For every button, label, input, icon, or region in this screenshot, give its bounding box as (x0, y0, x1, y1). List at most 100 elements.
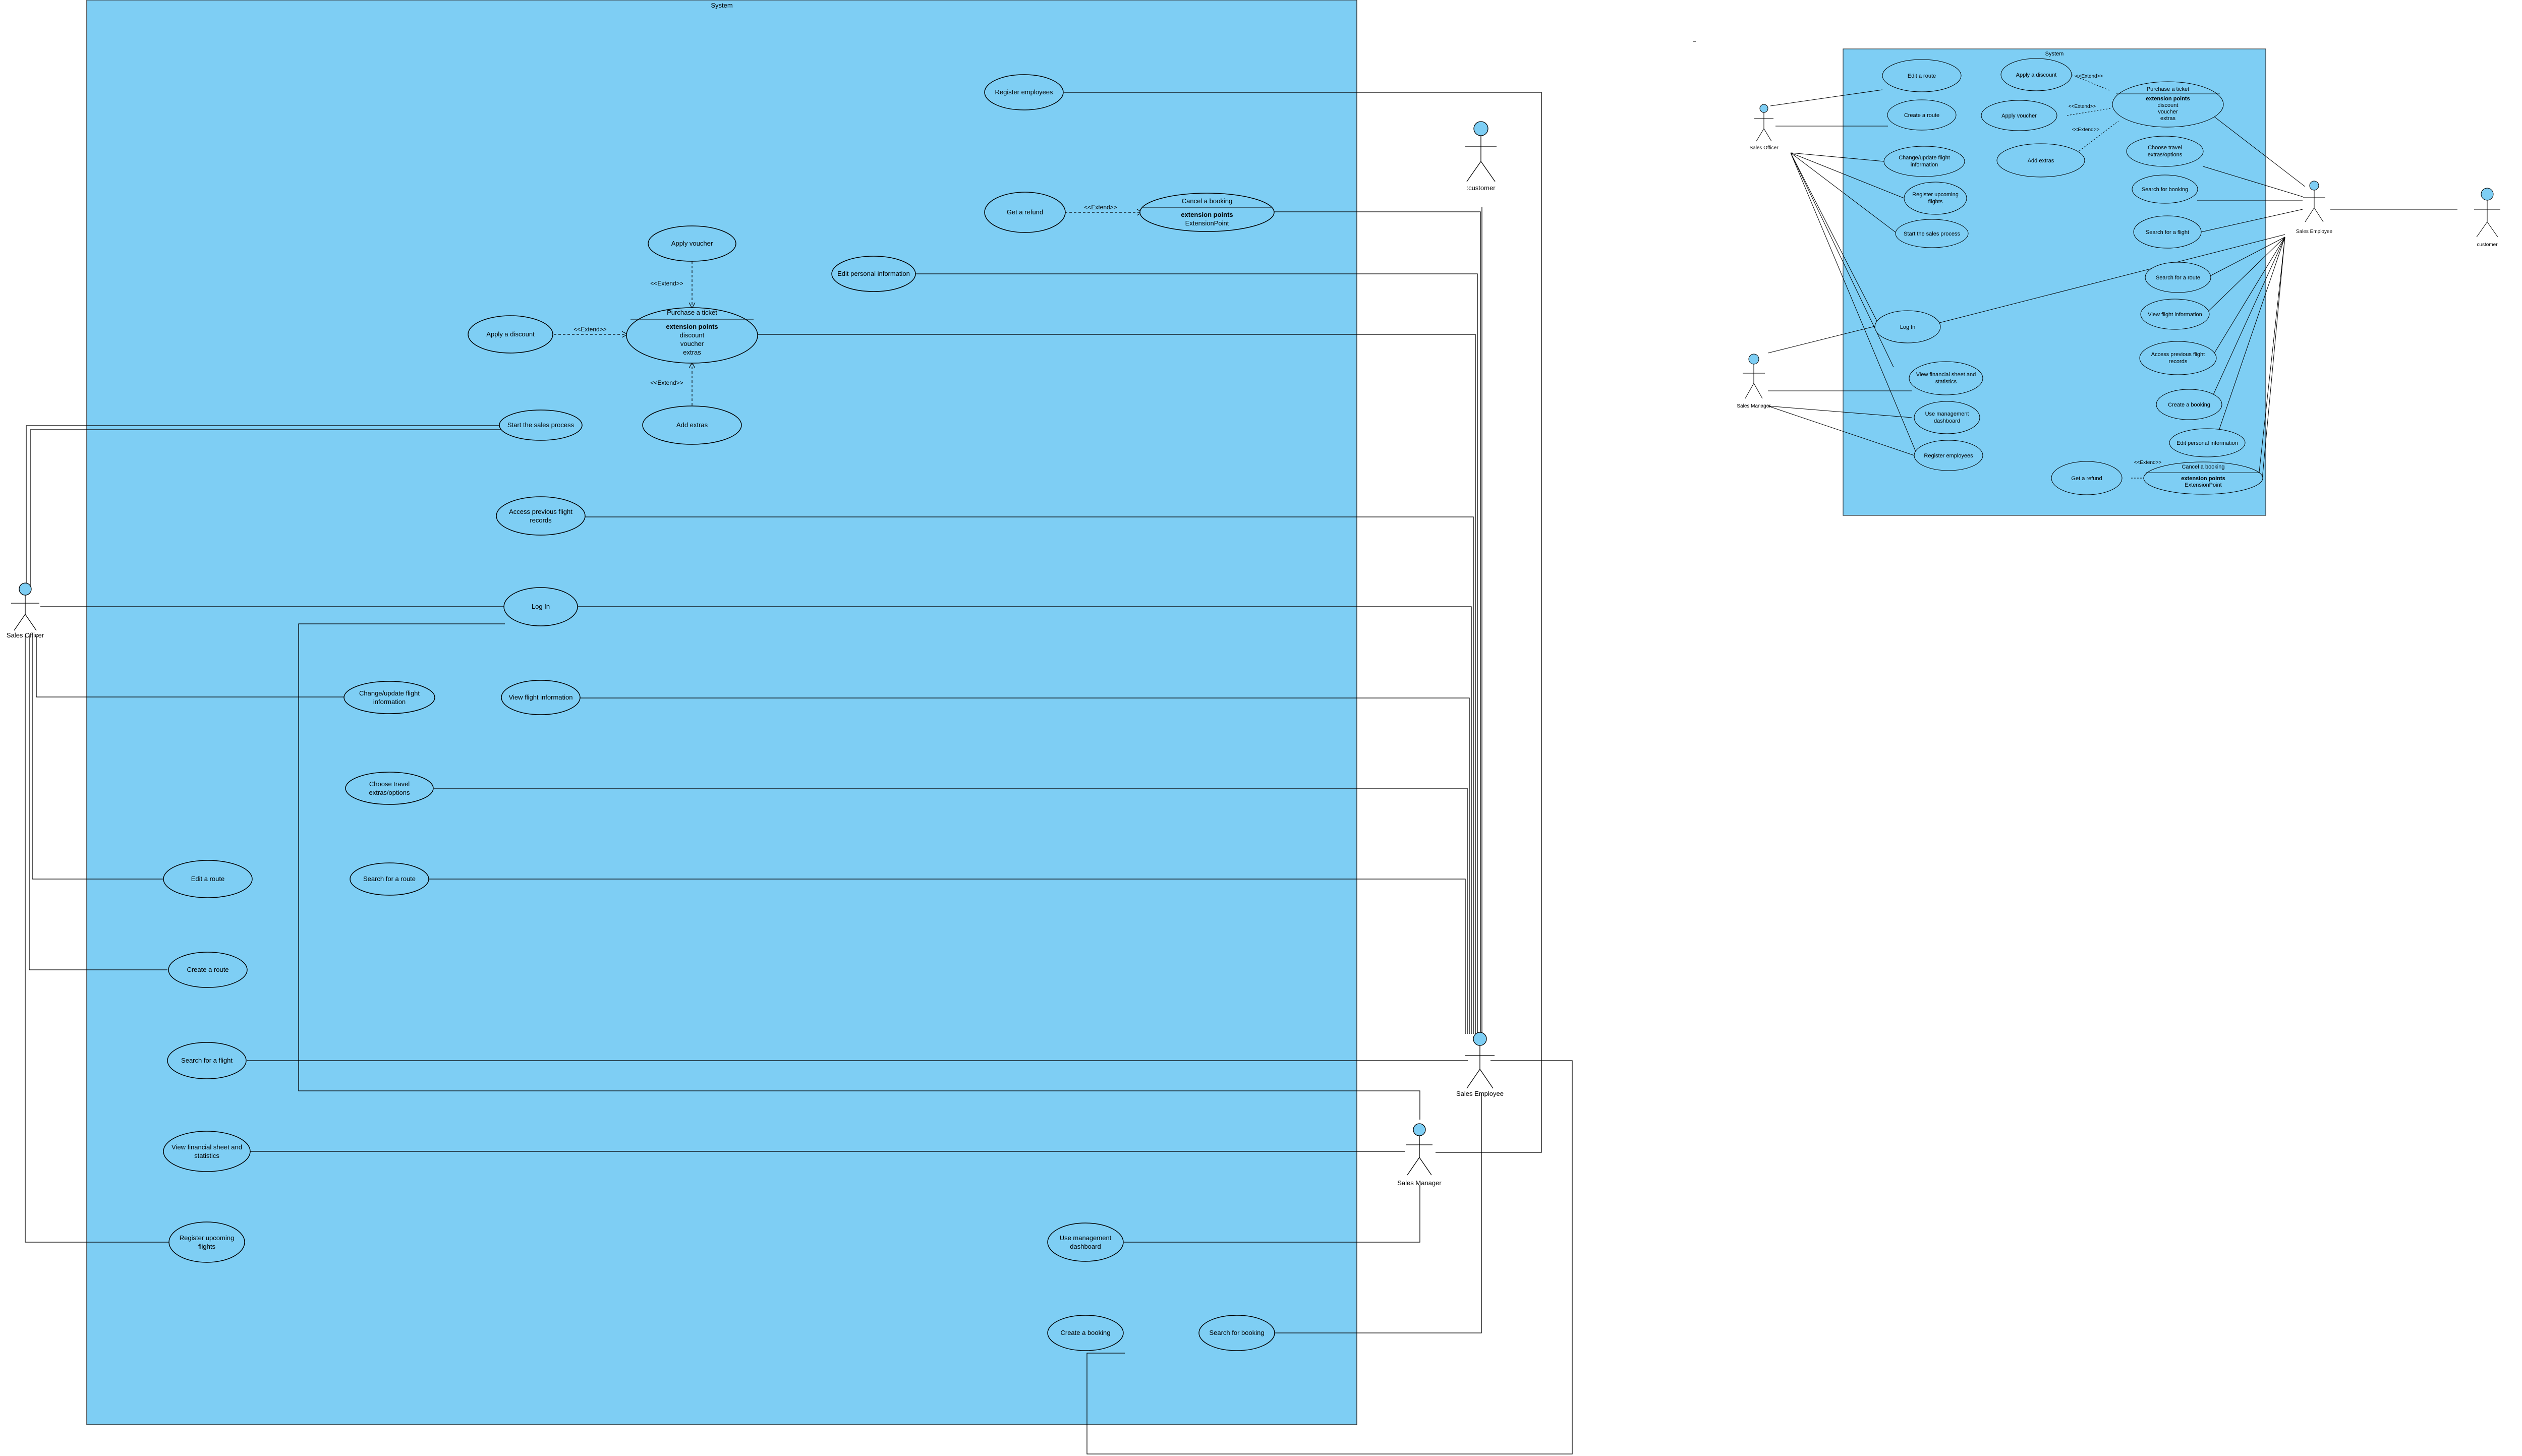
use-case-label: Search for a flight (2146, 229, 2189, 236)
use-case-label: Add extras (2028, 158, 2054, 164)
use-case-log-in[interactable]: Log In (1874, 310, 1941, 343)
use-case-label: View flight information (509, 693, 573, 701)
actor-customer[interactable]: customer (2474, 188, 2500, 248)
actor-sales-employee[interactable]: Sales Employee (1456, 1032, 1504, 1097)
actor-sales-employee[interactable]: Sales Employee (2296, 181, 2333, 235)
use-case-register-employees[interactable]: Register employees (984, 74, 1064, 110)
use-case-label: Change/update flight (359, 689, 420, 697)
use-case-label: Cancel a booking (2182, 464, 2224, 470)
use-case-edit-personal-info[interactable]: Edit personal information (2169, 428, 2246, 457)
use-case-label: Log In (1900, 324, 1916, 330)
use-case-create-route[interactable]: Create a route (168, 952, 248, 988)
use-case-label: extras/options (369, 789, 410, 796)
use-case-start-sales-process[interactable]: Start the sales process (499, 410, 583, 441)
use-case-search-booking[interactable]: Search for booking (1198, 1315, 1275, 1351)
actor-label: Sales Officer (1749, 145, 1779, 151)
use-case-choose-extras[interactable]: Choose travel extras/options (345, 772, 434, 805)
assoc-line (584, 516, 1474, 1034)
use-case-access-previous-records[interactable]: Access previous flight records (496, 496, 586, 536)
use-case-label: information (1911, 162, 1938, 168)
extend-label: <<Extend>> (2076, 74, 2103, 79)
use-case-apply-voucher[interactable]: Apply voucher (648, 225, 736, 262)
use-case-apply-discount[interactable]: Apply a discount (468, 315, 553, 354)
use-case-use-dashboard[interactable]: Use management dashboard (1914, 401, 1980, 434)
use-case-start-sales-process[interactable]: Start the sales process (1895, 219, 1969, 248)
use-case-label: Use management (1925, 411, 1969, 417)
assoc-line (758, 334, 1476, 1034)
use-case-label: Create a booking (2168, 402, 2210, 408)
use-case-edit-route[interactable]: Edit a route (163, 860, 253, 898)
use-case-create-booking[interactable]: Create a booking (2156, 389, 2222, 420)
use-case-cancel-booking[interactable]: Cancel a booking extension points Extens… (1139, 193, 1275, 232)
use-case-register-employees[interactable]: Register employees (1914, 440, 1983, 471)
use-case-label: Register upcoming (1912, 192, 1959, 198)
actor-sales-officer[interactable]: Sales Officer (1749, 104, 1779, 151)
use-case-choose-extras[interactable]: Choose travel extras/options (2126, 136, 2204, 167)
use-case-search-route[interactable]: Search for a route (2145, 262, 2211, 293)
use-case-add-extras[interactable]: Add extras (642, 405, 742, 445)
use-case-add-extras[interactable]: Add extras (1996, 143, 2085, 178)
use-case-register-flights[interactable]: Register upcoming flights (1904, 182, 1967, 215)
use-case-search-route[interactable]: Search for a route (350, 862, 429, 896)
extension-point: ExtensionPoint (1185, 219, 1229, 227)
use-case-view-flight-info[interactable]: View flight information (501, 680, 581, 715)
use-case-edit-route[interactable]: Edit a route (1882, 59, 1962, 92)
use-case-search-flight[interactable]: Search for a flight (2133, 215, 2202, 249)
use-case-purchase-ticket[interactable]: Purchase a ticket extension points disco… (626, 307, 758, 364)
extension-point: extras (683, 348, 701, 356)
use-case-search-flight[interactable]: Search for a flight (167, 1042, 247, 1079)
associations (1767, 89, 2457, 480)
use-case-label: Search for a flight (181, 1057, 233, 1064)
actor-sales-manager[interactable]: Sales Manager (1737, 354, 1771, 409)
extend-label: <<Extend>> (650, 280, 683, 287)
use-case-log-in[interactable]: Log In (503, 587, 578, 626)
assoc-line (1275, 1093, 1482, 1333)
extend-label: <<Extend>> (2134, 460, 2162, 465)
use-case-register-flights[interactable]: Register upcoming flights (168, 1221, 245, 1263)
use-case-view-financial[interactable]: View financial sheet and statistics (163, 1131, 251, 1172)
use-case-label: Apply voucher (2001, 113, 2037, 119)
use-case-use-dashboard[interactable]: Use management dashboard (1047, 1222, 1124, 1262)
use-case-label: Cancel a booking (1182, 197, 1232, 205)
use-case-label: View financial sheet and (1916, 372, 1976, 378)
system-title: System (2045, 51, 2064, 57)
use-case-search-booking[interactable]: Search for booking (2132, 174, 2198, 204)
actor-label: customer (2477, 242, 2498, 248)
use-case-label: Access previous flight (509, 508, 572, 515)
use-case-label: Edit personal information (837, 270, 910, 277)
use-case-apply-voucher[interactable]: Apply voucher (1981, 100, 2057, 131)
use-case-label: Register employees (995, 88, 1053, 96)
use-case-label: records (2169, 359, 2188, 365)
use-case-change-flight-info[interactable]: Change/update flight information (1883, 146, 1965, 177)
extension-point: discount (680, 331, 705, 339)
use-case-change-flight-info[interactable]: Change/update flight information (343, 681, 435, 714)
extend-label: <<Extend>> (574, 326, 606, 333)
use-case-get-refund[interactable]: Get a refund (984, 192, 1066, 233)
actor-customer[interactable]: :customer (1465, 121, 1497, 192)
extension-point: voucher (2158, 109, 2177, 115)
use-case-label: dashboard (1070, 1243, 1101, 1250)
use-case-label: flights (1928, 199, 1943, 205)
use-case-label: Change/update flight (1899, 155, 1950, 161)
use-case-view-financial[interactable]: View financial sheet and statistics (1909, 361, 1983, 395)
use-case-label: statistics (1935, 379, 1957, 385)
use-case-label: records (530, 516, 552, 524)
use-case-edit-personal-information[interactable]: Edit personal information (831, 256, 916, 292)
use-case-create-booking[interactable]: Create a booking (1047, 1315, 1124, 1351)
use-case-create-route[interactable]: Create a route (1887, 99, 1957, 131)
use-case-purchase-ticket[interactable]: Purchase a ticket extension points disco… (2112, 81, 2224, 128)
use-case-label: extras/options (2148, 152, 2183, 158)
actor-sales-manager[interactable]: Sales Manager (1397, 1123, 1442, 1187)
assoc-line (32, 635, 163, 880)
use-case-view-flight-info[interactable]: View flight information (2140, 299, 2210, 330)
use-case-label: Apply a discount (486, 330, 535, 338)
actor-sales-officer[interactable]: Sales Officer (7, 583, 44, 639)
use-case-access-previous-records[interactable]: Access previous flight records (2139, 341, 2217, 375)
use-case-apply-discount[interactable]: Apply a discount (2000, 58, 2072, 91)
use-case-cancel-booking[interactable]: Cancel a booking extension points Extens… (2143, 461, 2263, 495)
use-case-get-refund[interactable]: Get a refund (2051, 461, 2123, 495)
use-case-label: Search for a route (363, 875, 416, 883)
assoc-line (578, 606, 1472, 1034)
system-title: System (711, 2, 732, 9)
diagram-1: System (7, 0, 1573, 1454)
